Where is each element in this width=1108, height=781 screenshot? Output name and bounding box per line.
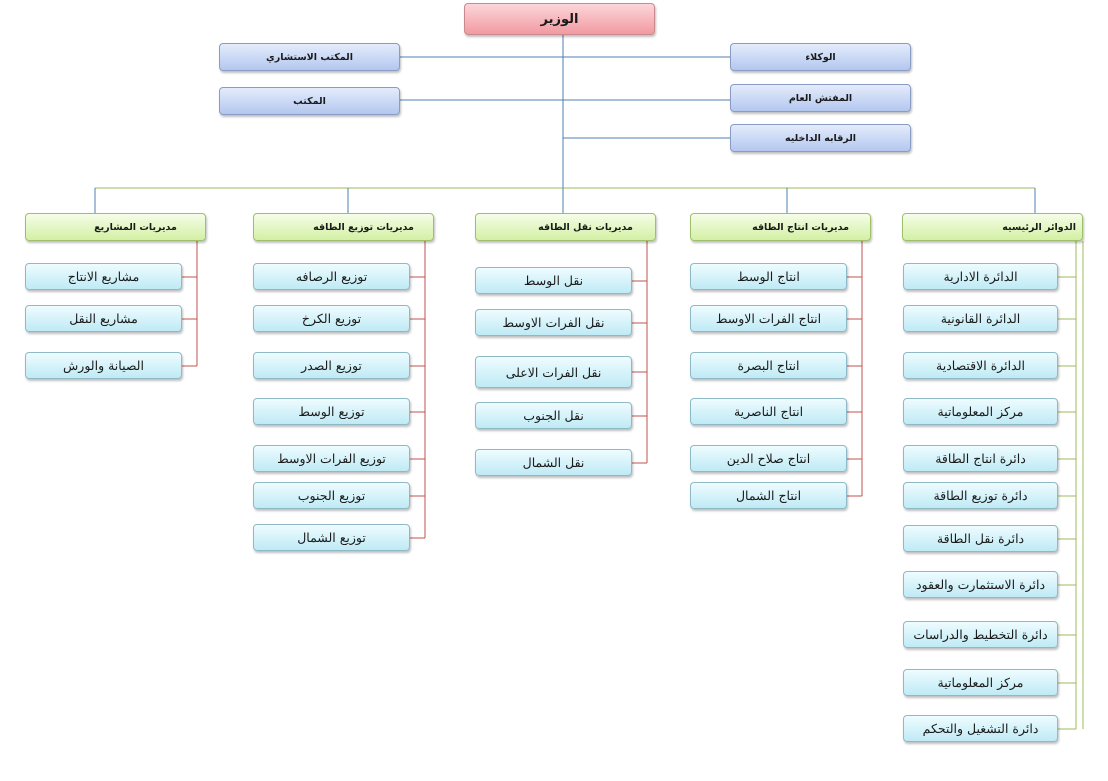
unit-box: توزيع الفرات الاوسط <box>253 445 410 472</box>
unit-box: الدائرة الادارية <box>903 263 1058 290</box>
transmission-directorates-header: مديريات نقل الطاقه <box>475 213 656 241</box>
unit-box: انتاج صلاح الدين <box>690 445 847 472</box>
unit-box: انتاج الناصرية <box>690 398 847 425</box>
office-box: المكتب <box>219 87 400 115</box>
unit-box: مشاريع الانتاج <box>25 263 182 290</box>
unit-box: مركز المعلوماتية <box>903 398 1058 425</box>
unit-box: توزيع الرصافه <box>253 263 410 290</box>
unit-box: توزيع الشمال <box>253 524 410 551</box>
unit-box: توزيع الكرخ <box>253 305 410 332</box>
inspector-general-box: المفتش العام <box>730 84 911 112</box>
internal-audit-box: الرقابه الداخليه <box>730 124 911 152</box>
unit-box: الدائرة القانونية <box>903 305 1058 332</box>
unit-box: دائرة التشغيل والتحكم <box>903 715 1058 742</box>
unit-box: نقل الفرات الاعلى <box>475 356 632 388</box>
unit-box: انتاج الفرات الاوسط <box>690 305 847 332</box>
unit-box: دائرة التخطيط والدراسات <box>903 621 1058 648</box>
projects-directorates-header: مديريات المشاريع <box>25 213 206 241</box>
unit-box: توزيع الجنوب <box>253 482 410 509</box>
distribution-directorates-header: مديريات توزيع الطاقه <box>253 213 434 241</box>
minister-box: الوزير <box>464 3 655 35</box>
unit-box: دائرة الاستثمارت والعقود <box>903 571 1058 598</box>
unit-box: نقل الجنوب <box>475 402 632 429</box>
unit-box: نقل الوسط <box>475 267 632 294</box>
unit-box: توزيع الوسط <box>253 398 410 425</box>
unit-box: توزيع الصدر <box>253 352 410 379</box>
unit-box: دائرة توزيع الطاقة <box>903 482 1058 509</box>
unit-box: انتاج البصرة <box>690 352 847 379</box>
unit-box: دائرة نقل الطاقة <box>903 525 1058 552</box>
unit-box: انتاج الوسط <box>690 263 847 290</box>
unit-box: مركز المعلوماتية <box>903 669 1058 696</box>
unit-box: انتاج الشمال <box>690 482 847 509</box>
advisory-office-box: المكتب الاستشاري <box>219 43 400 71</box>
production-directorates-header: مديريات انتاج الطاقه <box>690 213 871 241</box>
unit-box: الصيانة والورش <box>25 352 182 379</box>
unit-box: نقل الشمال <box>475 449 632 476</box>
main-departments-header: الدوائر الرئيسيه <box>902 213 1083 241</box>
unit-box: دائرة انتاج الطاقة <box>903 445 1058 472</box>
unit-box: مشاريع النقل <box>25 305 182 332</box>
unit-box: نقل الفرات الاوسط <box>475 309 632 336</box>
unit-box: الدائرة الاقتصادية <box>903 352 1058 379</box>
deputies-box: الوكلاء <box>730 43 911 71</box>
